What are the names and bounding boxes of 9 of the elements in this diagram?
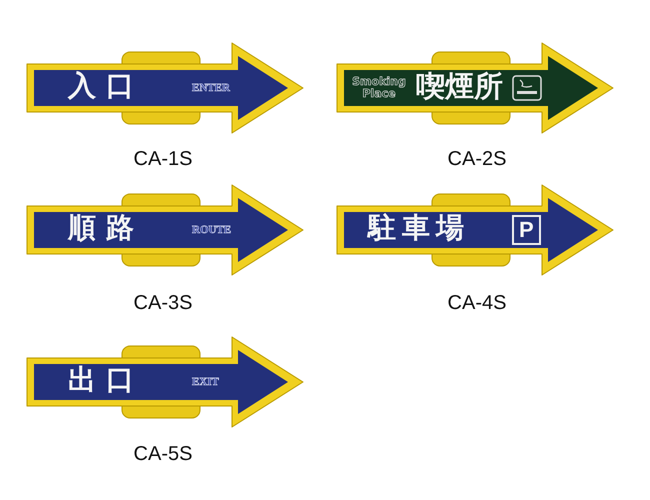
model-code: CA-1S — [132, 148, 194, 171]
parking-sign: P — [512, 215, 541, 245]
sign-text: 駐車場 — [368, 214, 470, 242]
model-code: CA-3S — [132, 292, 194, 315]
sign-text: Smoking Place — [351, 76, 407, 100]
model-code: CA-4S — [446, 292, 508, 315]
model-code: CA-5S — [132, 443, 194, 466]
model-code: CA-2S — [446, 148, 508, 171]
sign-text: 喫煙所 — [416, 72, 503, 101]
